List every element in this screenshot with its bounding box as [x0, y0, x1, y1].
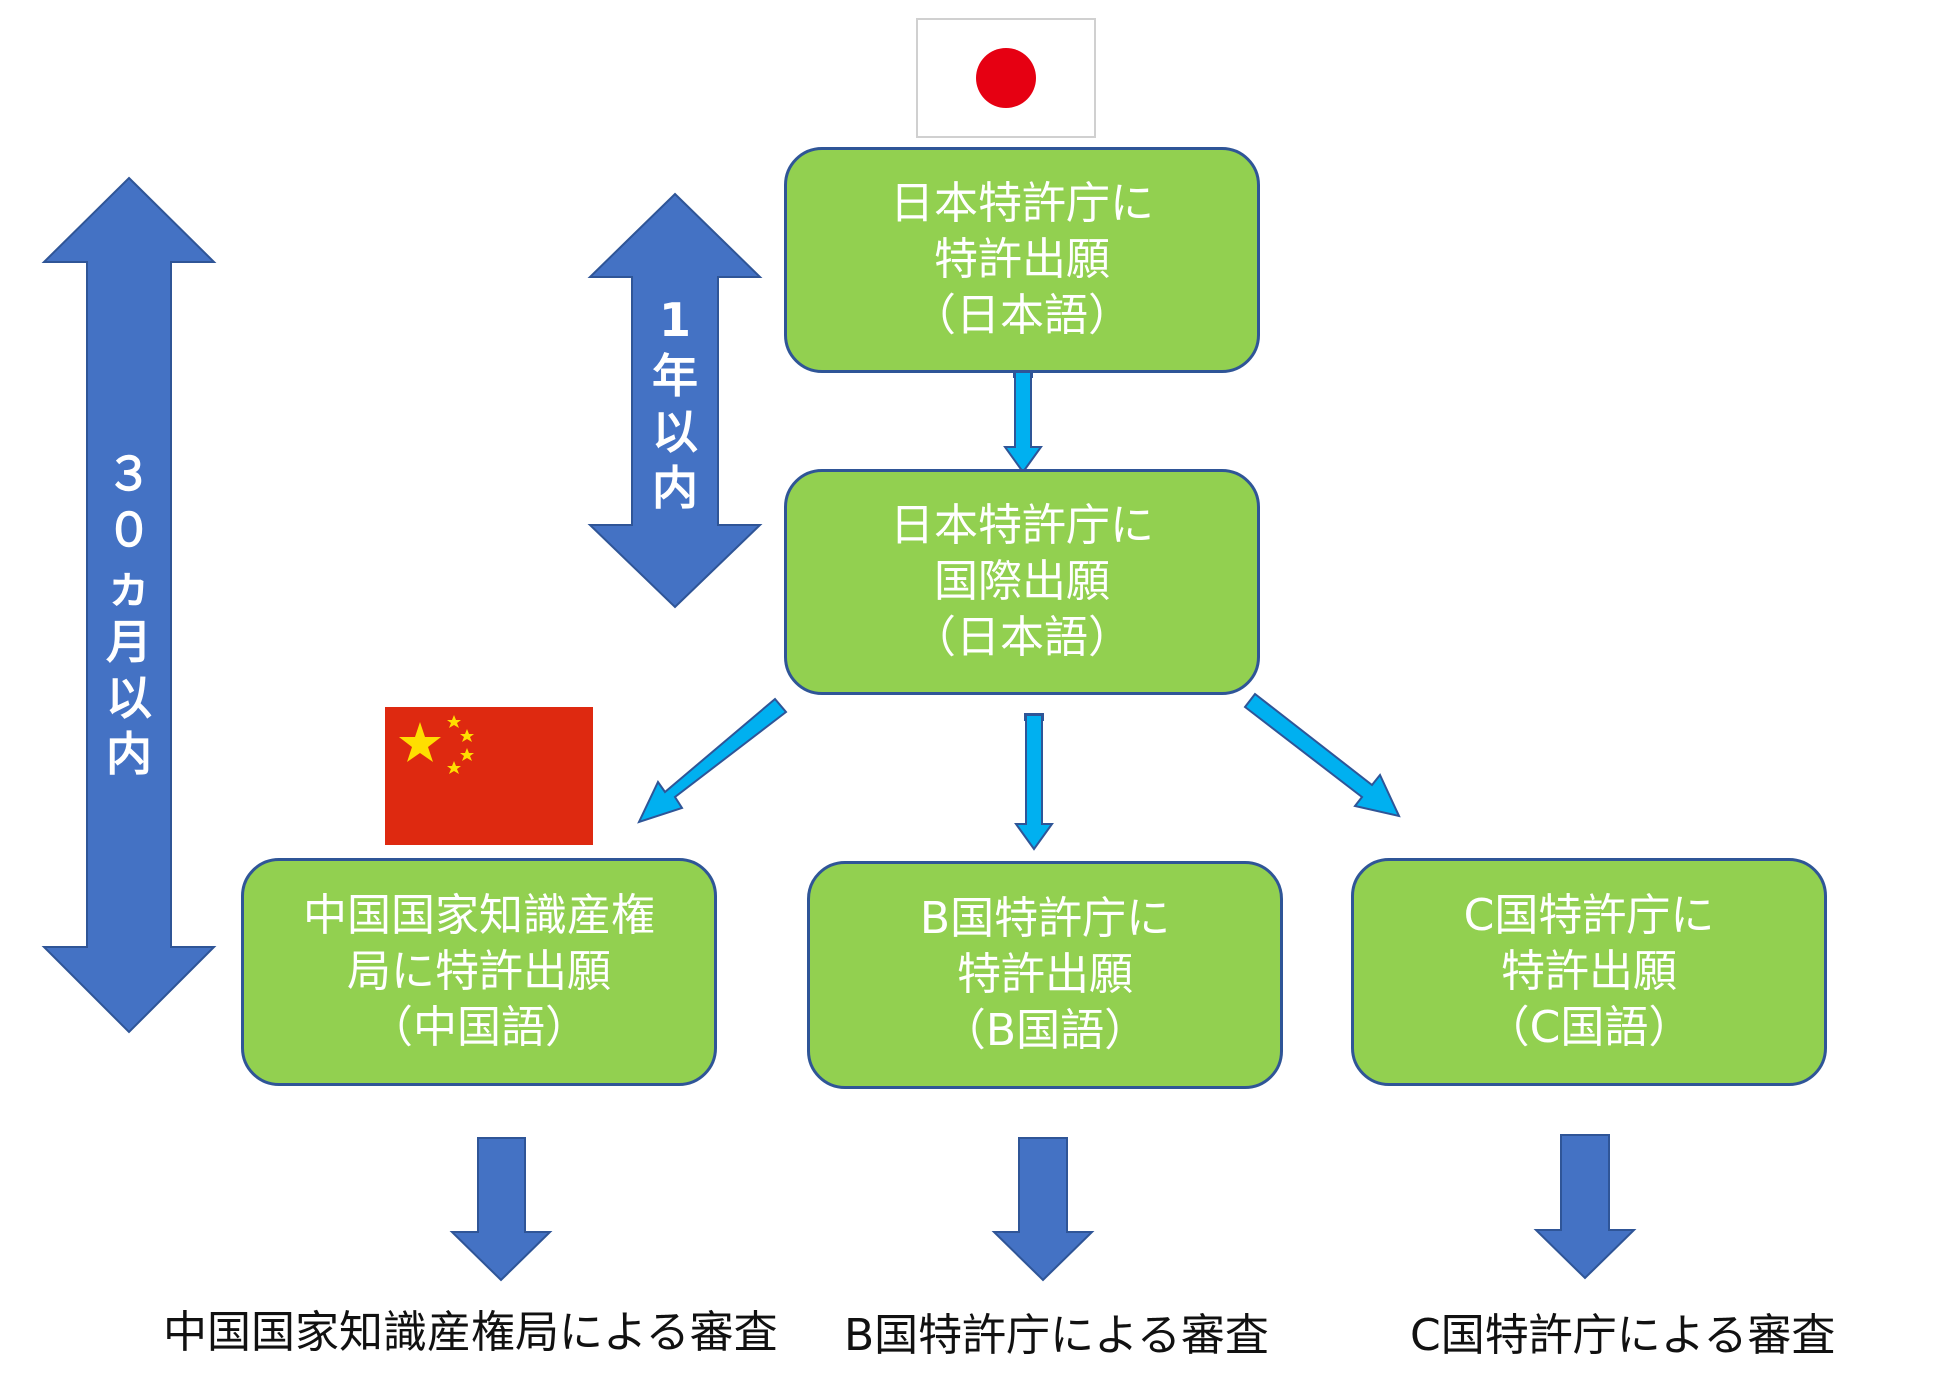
japan-flag — [916, 18, 1096, 138]
thirty-month-double-arrow — [41, 176, 217, 1034]
box-line: （日本語） — [912, 290, 1132, 341]
china-application-box: 中国国家知識産権 局に特許出願 （中国語） — [241, 858, 717, 1086]
thirty-month-char: ３ — [106, 447, 152, 501]
c-review-label: C国特許庁による審査 — [1410, 1310, 1836, 1361]
one-year-char: 以 — [652, 405, 698, 459]
one-year-double-arrow — [587, 192, 763, 609]
box-line: 特許出願 — [957, 949, 1133, 1000]
one-year-char: 年 — [652, 349, 698, 403]
china-review-label: 中国国家知識産権局による審査 — [163, 1307, 778, 1358]
box-line: 日本特許庁に — [890, 178, 1154, 229]
box-line: （日本語） — [912, 612, 1132, 663]
one-year-char: 1 — [658, 293, 691, 347]
b-country-application-box: B国特許庁に 特許出願 （B国語） — [807, 861, 1283, 1089]
arrow-to-china — [637, 697, 788, 824]
thirty-month-char: ０ — [106, 503, 152, 557]
box-line: 特許出願 — [1501, 946, 1677, 997]
c-country-application-box: C国特許庁に 特許出願 （C国語） — [1351, 858, 1827, 1086]
thirty-month-char: ヵ — [106, 559, 152, 613]
box-line: 国際出願 — [934, 556, 1110, 607]
down-arrow-b-review — [991, 1137, 1095, 1282]
one-year-label: 1 年 以 内 — [647, 292, 703, 516]
thirty-month-char: 内 — [106, 727, 152, 781]
china-flag — [385, 707, 593, 845]
box-line: C国特許庁に — [1463, 890, 1715, 941]
thirty-month-label: ３ ０ ヵ 月 以 内 — [101, 446, 157, 782]
down-arrow-china-review — [449, 1137, 553, 1282]
box-line: B国特許庁に — [919, 893, 1171, 944]
jp-patent-application-box: 日本特許庁に 特許出願 （日本語） — [784, 147, 1260, 373]
box-line: 日本特許庁に — [890, 500, 1154, 551]
box-line: （中国語） — [369, 1002, 589, 1053]
one-year-char: 内 — [652, 461, 698, 515]
box-line: 中国国家知識産権 — [303, 890, 655, 941]
down-arrow-c-review — [1533, 1134, 1637, 1280]
box-line: （B国語） — [941, 1005, 1149, 1056]
b-review-label: B国特許庁による審査 — [844, 1310, 1269, 1361]
arrow-to-b — [1014, 713, 1054, 851]
jp-international-application-box: 日本特許庁に 国際出願 （日本語） — [784, 469, 1260, 695]
box-line: 特許出願 — [934, 234, 1110, 285]
thirty-month-char: 以 — [106, 671, 152, 725]
box-line: 局に特許出願 — [347, 946, 611, 997]
arrow-to-c — [1243, 692, 1401, 818]
arrow-to-international — [1003, 370, 1043, 474]
box-line: （C国語） — [1485, 1002, 1693, 1053]
thirty-month-char: 月 — [106, 615, 152, 669]
